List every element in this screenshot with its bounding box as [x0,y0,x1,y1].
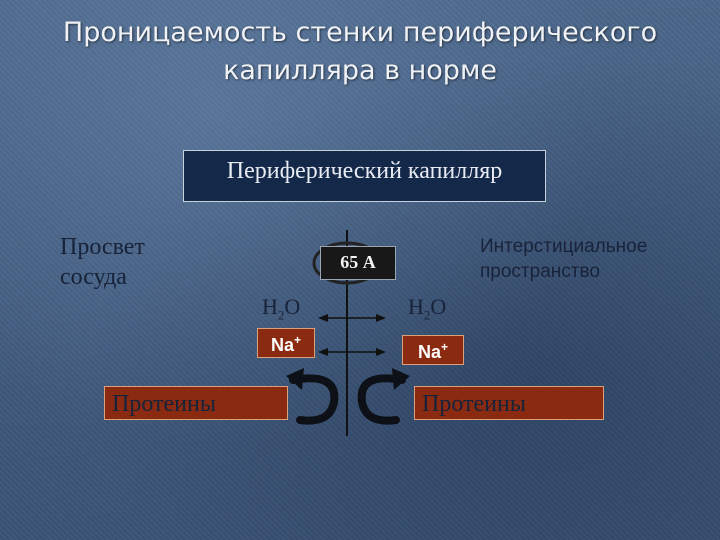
pore-size-label: 65 А [340,252,376,272]
pore-size-box [320,246,396,280]
water-label-left: H2O [262,294,301,323]
interstitial-line-2: пространство [480,261,600,282]
proteins-box-right [414,386,604,420]
vessel-lumen-label: Просвет сосуда [60,232,145,292]
right-curved-arrow-icon [357,368,410,425]
sodium-box-right [402,335,464,365]
slide-title: Проницаемость стенки периферического кап… [20,14,700,90]
lumen-line-2: сосуда [60,264,127,290]
sodium-label-left: Na+ [270,333,302,355]
left-curved-arrow-icon [286,368,339,425]
proteins-box-left [104,386,288,420]
title-line-2: капилляра в норме [223,55,497,86]
title-line-1: Проницаемость стенки периферического [62,17,658,48]
sodium-box-left [257,328,315,358]
sodium-label-right: Na+ [417,340,449,362]
water-double-arrow [318,314,386,322]
capillary-label: Периферический капилляр [226,158,503,184]
proteins-label-right: Протеины [422,391,526,417]
lumen-line-1: Просвет [60,234,145,260]
proteins-label-left: Протеины [112,391,216,417]
interstitial-space-label: Интерстициальное пространство [480,234,647,284]
sodium-double-arrow [318,348,386,356]
water-label-right: H2O [408,294,447,323]
capillary-box [183,150,546,202]
interstitial-line-1: Интерстициальное [480,236,648,257]
